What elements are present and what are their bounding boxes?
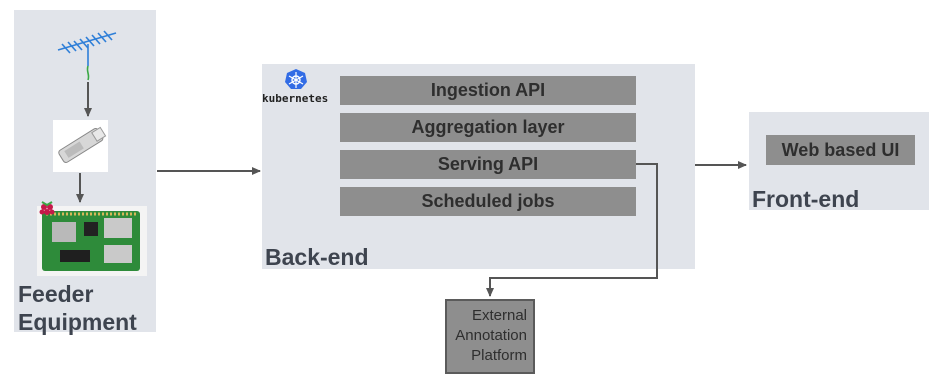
external-annotation-platform-box: External Annotation Platform (445, 299, 535, 374)
backend-label: Back-end (265, 244, 369, 270)
external-line3: Platform (471, 347, 527, 364)
usb-sdr-dongle-icon (53, 120, 108, 172)
web-based-ui-bar: Web based UI (766, 135, 915, 165)
serving-api-to-external-arrow (486, 163, 658, 297)
frontend-label: Front-end (752, 186, 860, 212)
connector-arrows (76, 82, 747, 297)
feeder-label-line1: Feeder (18, 281, 94, 307)
external-line2: Annotation (455, 327, 527, 344)
kubernetes-logo-icon (285, 69, 307, 89)
raspberry-pi-icon (37, 201, 147, 276)
feeder-label-line2: Equipment (18, 309, 137, 335)
kubernetes-label: kubernetes (262, 92, 329, 105)
antenna-icon (57, 30, 117, 81)
serving-api-bar: Serving API (340, 150, 636, 179)
ingestion-api-bar: Ingestion API (340, 76, 636, 105)
aggregation-layer-bar: Aggregation layer (340, 113, 636, 142)
scheduled-jobs-bar: Scheduled jobs (340, 187, 636, 216)
raspberry-logo-icon (39, 201, 55, 215)
external-line1: External (471, 307, 527, 324)
